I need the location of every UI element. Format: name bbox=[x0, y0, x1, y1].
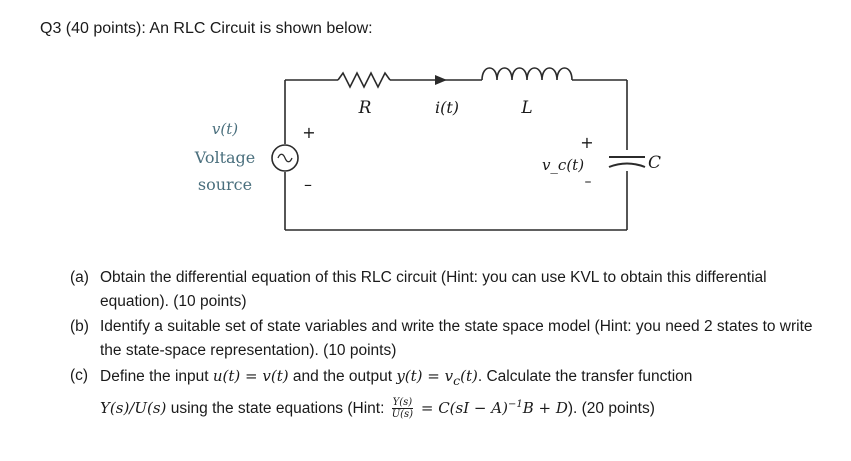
capacitor-plus-sign: + bbox=[580, 133, 593, 152]
capacitor-label: C bbox=[648, 153, 661, 173]
question-parts: (a) Obtain the differential equation of … bbox=[70, 266, 830, 422]
capacitor-bottom-plate bbox=[608, 162, 646, 168]
math-transfer-function: Y(s)/U(s) bbox=[100, 399, 167, 417]
part-b-label: (b) bbox=[70, 318, 89, 335]
capacitor-voltage-label: v_c(t) bbox=[542, 156, 584, 174]
part-c-text: Define the input u(t) = v(t) and the out… bbox=[100, 367, 693, 421]
ac-wave-icon bbox=[277, 153, 293, 163]
source-label-source: source bbox=[198, 175, 252, 194]
resistor-label: R bbox=[358, 98, 372, 118]
source-voltage-label: v(t) bbox=[212, 120, 238, 138]
inductor-label: L bbox=[520, 98, 532, 118]
part-b: (b) Identify a suitable set of state var… bbox=[70, 315, 830, 363]
source-minus-sign: – bbox=[304, 175, 312, 194]
math-input-definition: u(t) = v(t) bbox=[212, 367, 289, 385]
voltage-source-icon bbox=[271, 144, 299, 172]
question-title: Q3 (40 points): An RLC Circuit is shown … bbox=[40, 20, 373, 37]
math-output-definition: y(t) = vc(t) bbox=[396, 367, 478, 388]
part-a: (a) Obtain the differential equation of … bbox=[70, 266, 830, 314]
source-label-voltage: Voltage bbox=[194, 148, 256, 167]
part-a-label: (a) bbox=[70, 269, 89, 286]
source-plus-sign: + bbox=[302, 123, 315, 142]
part-c: (c) Define the input u(t) = v(t) and the… bbox=[70, 364, 830, 421]
math-hint-formula: = C(sI − A)−1B + D bbox=[416, 399, 568, 417]
part-c-label: (c) bbox=[70, 367, 89, 384]
part-b-text: Identify a suitable set of state variabl… bbox=[100, 318, 813, 359]
current-arrow-icon bbox=[435, 75, 447, 85]
hint-fraction: Y(s)U(s) bbox=[391, 397, 414, 421]
resistor-symbol bbox=[337, 71, 391, 89]
part-a-text: Obtain the differential equation of this… bbox=[100, 269, 767, 310]
inductor-symbol bbox=[481, 67, 573, 81]
current-label: i(t) bbox=[435, 98, 459, 117]
capacitor-minus-sign: – bbox=[585, 174, 592, 190]
